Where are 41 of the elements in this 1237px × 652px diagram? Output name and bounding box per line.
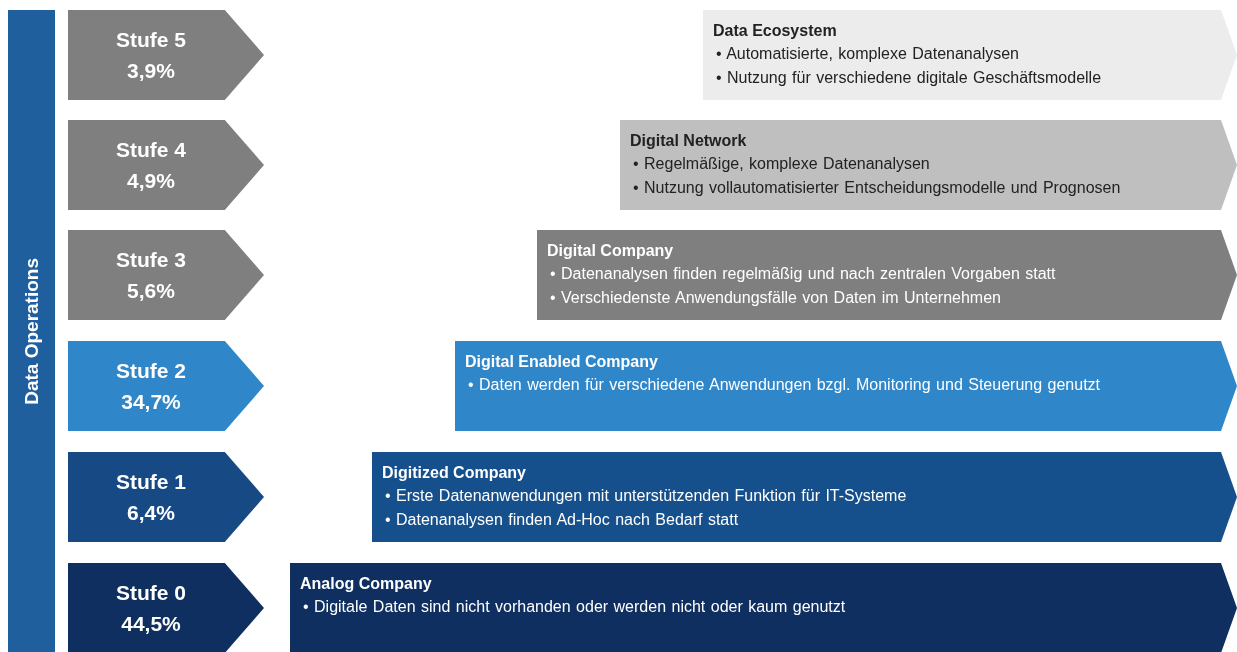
bullet-item: • Verschiedenste Anwendungsfälle von Daten im Unternehmen: [549, 288, 1002, 308]
banner-heading: Digital Company: [547, 241, 675, 261]
level-banner: [372, 452, 1237, 542]
percentage: 44,5%: [121, 611, 181, 637]
chevron-shape: [68, 230, 264, 320]
chevron-shape: [68, 10, 264, 100]
chevron-shape: [68, 452, 264, 542]
bullet-item: • Datenanalysen finden Ad-Hoc nach Bedarf statt: [384, 510, 740, 530]
bullet-item: • Erste Datenanwendungen mit unterstützenden Funktion für IT-Systeme: [384, 486, 908, 506]
percentage: 5,6%: [127, 278, 175, 304]
percentage: 34,7%: [121, 389, 181, 415]
banner-heading: Digitized Company: [382, 463, 527, 483]
banner-heading: Data Ecosystem: [713, 21, 838, 41]
level-label: Stufe 1: [116, 469, 186, 495]
banner-heading: Digital Enabled Company: [465, 352, 659, 372]
bullet-item: • Digitale Daten sind nicht vorhanden oder werden nicht oder kaum genutzt: [302, 597, 847, 617]
level-banner: [455, 341, 1237, 431]
level-label: Stufe 2: [116, 358, 186, 384]
level-label: Stufe 5: [116, 27, 186, 53]
chevron-shape: [68, 341, 264, 431]
band-title: Data Operations: [20, 257, 43, 405]
side-band: [8, 10, 55, 652]
level-banner: [290, 563, 1237, 652]
level-banner: [537, 230, 1237, 320]
bullet-item: • Daten werden für verschiedene Anwendungen bzgl. Monitoring und Steuerung genutzt: [467, 375, 1101, 395]
bullet-item: • Nutzung für verschiedene digitale Geschäftsmodelle: [715, 68, 1103, 88]
level-label: Stufe 4: [116, 137, 186, 163]
banner-heading: Digital Network: [630, 131, 748, 151]
bullet-item: • Nutzung vollautomatisierter Entscheidungsmodelle und Prognosen: [632, 178, 1122, 198]
bullet-item: • Datenanalysen finden regelmäßig und nach zentralen Vorgaben statt: [549, 264, 1057, 284]
chevron-shape: [68, 563, 264, 652]
bullet-item: • Automatisierte, komplexe Datenanalysen: [715, 44, 1020, 64]
level-banner: [620, 120, 1237, 210]
percentage: 3,9%: [127, 58, 175, 84]
level-label: Stufe 0: [116, 580, 186, 606]
percentage: 6,4%: [127, 500, 175, 526]
chevron-shape: [68, 120, 264, 210]
banner-heading: Analog Company: [300, 574, 433, 594]
level-label: Stufe 3: [116, 247, 186, 273]
bullet-item: • Regelmäßige, komplexe Datenanalysen: [632, 154, 931, 174]
percentage: 4,9%: [127, 168, 175, 194]
